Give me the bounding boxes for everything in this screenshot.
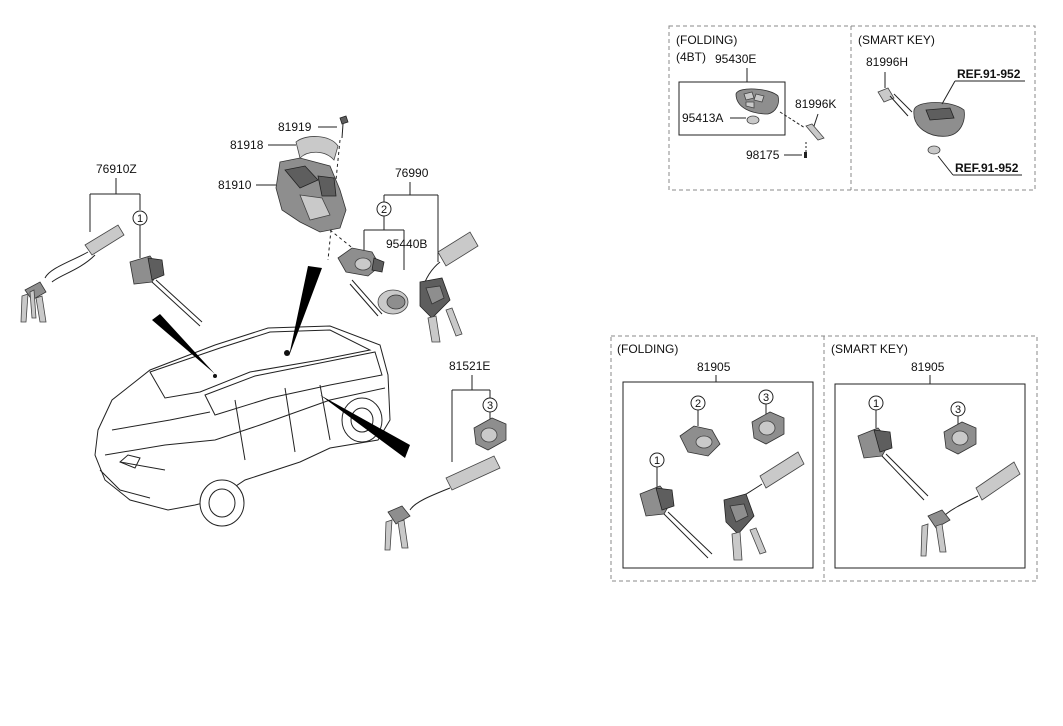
label-81910: 81910 [218, 178, 252, 192]
label-81905-folding: 81905 [697, 360, 731, 374]
callout-3: 3 [487, 400, 493, 412]
panel-bottom-right: (FOLDING) 81905 2 3 1 (SMART KEY) 81905 [610, 335, 1038, 582]
group-ignition-lock: 81919 81918 81910 [218, 115, 356, 261]
label-smart-key-top: (SMART KEY) [858, 33, 935, 47]
label-81905-smart: 81905 [911, 360, 945, 374]
callout-1b: 1 [654, 455, 660, 467]
label-95413a: 95413A [682, 111, 723, 125]
label-ref-1: REF.91-952 [957, 67, 1021, 81]
label-folding-top: (FOLDING) [676, 33, 737, 47]
label-95430e: 95430E [715, 52, 756, 66]
callout-3c: 3 [955, 404, 961, 416]
label-81996k: 81996K [795, 97, 836, 111]
label-76910z: 76910Z [96, 162, 137, 176]
label-81996h: 81996H [866, 55, 908, 69]
label-98175: 98175 [746, 148, 780, 162]
label-81521e: 81521E [449, 359, 490, 373]
label-4bt: (4BT) [676, 50, 706, 64]
callout-1c: 1 [873, 398, 879, 410]
label-smart-key-bottom: (SMART KEY) [831, 342, 908, 356]
location-pointers [152, 266, 410, 458]
label-ref-2: REF.91-952 [955, 161, 1019, 175]
group-81521e: 81521E 3 [384, 359, 507, 551]
label-95440b: 95440B [386, 237, 427, 251]
group-76910z: 76910Z 1 [20, 162, 203, 327]
callout-2b: 2 [695, 398, 701, 410]
callout-1: 1 [137, 213, 143, 225]
label-76990: 76990 [395, 166, 429, 180]
label-81919: 81919 [278, 120, 312, 134]
panel-top-right: (FOLDING) (4BT) 95430E 95413A 81996K 981… [668, 25, 1036, 191]
label-81918: 81918 [230, 138, 264, 152]
vehicle-illustration [94, 325, 391, 527]
group-76990: 76990 2 95440B [337, 166, 479, 343]
label-folding-bottom: (FOLDING) [617, 342, 678, 356]
callout-3b: 3 [763, 392, 769, 404]
callout-2: 2 [381, 204, 387, 216]
